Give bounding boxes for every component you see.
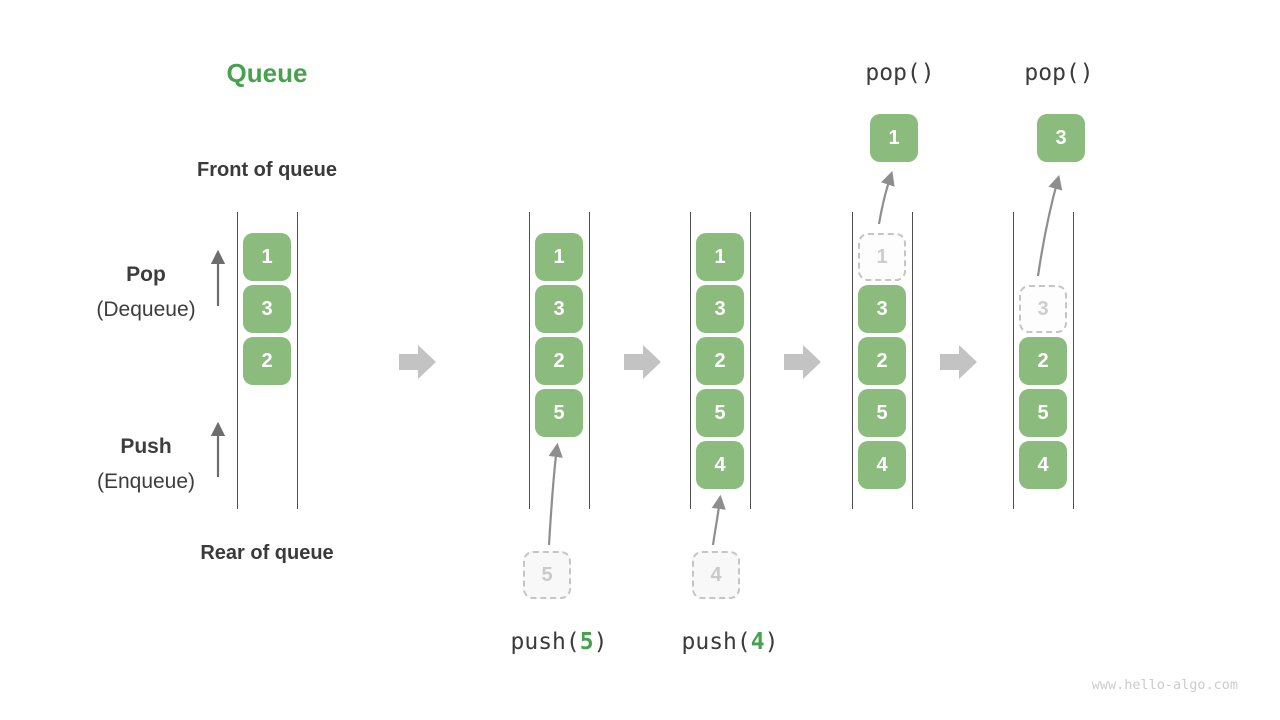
queue-cell-dashed: 3 xyxy=(1019,285,1067,333)
queue-cell: 3 xyxy=(535,285,583,333)
queue-cell: 5 xyxy=(696,389,744,437)
push-value-box: 4 xyxy=(692,551,740,599)
queue-cell: 5 xyxy=(535,389,583,437)
queue-cell-dashed: 1 xyxy=(858,233,906,281)
enqueue-label-line: (Enqueue) xyxy=(96,470,196,493)
push-operation-label-fn: push( xyxy=(510,629,580,655)
push-label-line: Push xyxy=(120,435,172,458)
state-transition-arrow-icon xyxy=(399,345,436,379)
queue-cell: 4 xyxy=(696,441,744,489)
queue-column xyxy=(237,212,298,509)
watermark: www.hello-algo.com xyxy=(1091,677,1238,693)
push-operation-label-close: ) xyxy=(764,629,779,655)
push-operation-label-arg: 5 xyxy=(579,629,594,655)
dequeue-label-line: (Dequeue) xyxy=(96,298,196,321)
push-value-box: 5 xyxy=(523,551,571,599)
queue-column xyxy=(1013,212,1074,509)
popped-value-box: 3 xyxy=(1037,114,1085,162)
queue-cell: 2 xyxy=(696,337,744,385)
queue-cell: 5 xyxy=(1019,389,1067,437)
pop-dequeue-label: Pop (Dequeue) xyxy=(96,257,195,327)
state-transition-arrow-icon xyxy=(784,345,821,379)
queue-cell: 2 xyxy=(858,337,906,385)
push-operation-label: push(4) xyxy=(682,629,779,655)
state-transition-arrow-icon xyxy=(624,345,661,379)
queue-cell: 1 xyxy=(243,233,291,281)
queue-cell: 4 xyxy=(1019,441,1067,489)
queue-cell: 1 xyxy=(696,233,744,281)
queue-column xyxy=(529,212,590,509)
pop-label-line: Pop xyxy=(126,263,166,286)
queue-cell: 5 xyxy=(858,389,906,437)
queue-column xyxy=(852,212,913,509)
push-operation-label-arg: 4 xyxy=(750,629,765,655)
push-enqueue-label: Push (Enqueue) xyxy=(97,429,195,499)
pop-operation-label: pop() xyxy=(865,60,935,86)
queue-cell: 4 xyxy=(858,441,906,489)
diagram-title: Queue xyxy=(226,58,308,88)
queue-cell: 2 xyxy=(1019,337,1067,385)
rear-of-queue-label: Rear of queue xyxy=(200,542,334,564)
front-of-queue-label: Front of queue xyxy=(197,159,337,181)
queue-cell: 1 xyxy=(535,233,583,281)
queue-cell: 3 xyxy=(696,285,744,333)
state-transition-arrow-icon xyxy=(940,345,977,379)
popped-value-box: 1 xyxy=(870,114,918,162)
queue-cell: 2 xyxy=(535,337,583,385)
queue-column xyxy=(690,212,751,509)
push-operation-label-fn: push( xyxy=(681,629,751,655)
queue-cell: 2 xyxy=(243,337,291,385)
queue-cell: 3 xyxy=(858,285,906,333)
push-operation-label: push(5) xyxy=(511,629,608,655)
push-operation-label-close: ) xyxy=(593,629,608,655)
queue-cell: 3 xyxy=(243,285,291,333)
pop-operation-label: pop() xyxy=(1024,60,1094,86)
